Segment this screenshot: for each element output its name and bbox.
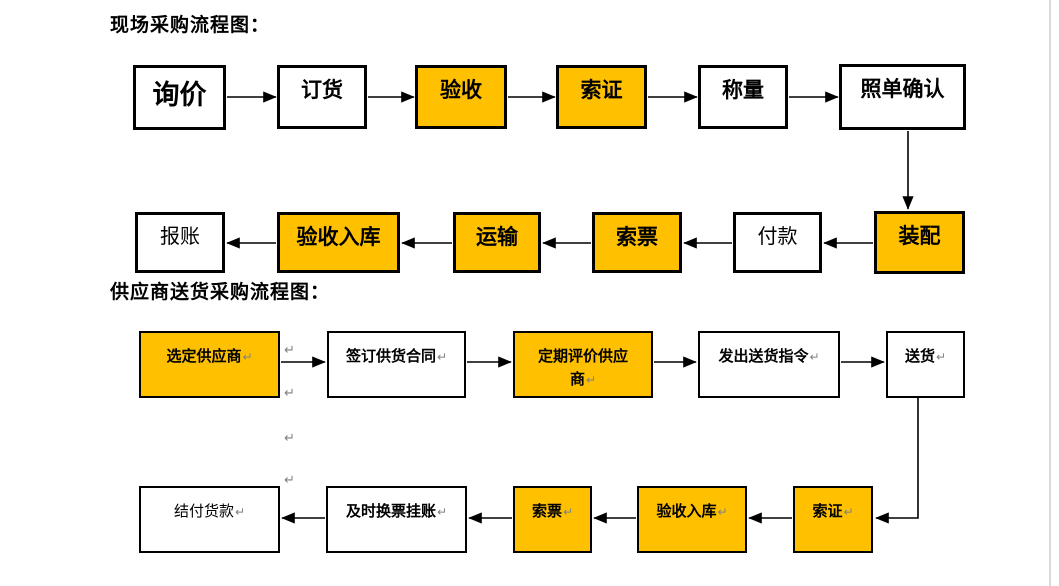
step-weighing: 称量 bbox=[698, 65, 788, 129]
step-delivery-order: 发出送货指令↵ bbox=[698, 331, 840, 398]
step-label: 结付货款 bbox=[173, 502, 234, 520]
step-label: 付款 bbox=[757, 224, 798, 248]
step-evaluate-supplier: 定期评价供应商↵ bbox=[513, 331, 653, 398]
step-acceptance-storage-2: 验收入库↵ bbox=[637, 486, 747, 553]
paragraph-mark: ↵ bbox=[585, 373, 597, 388]
step-label: 运输 bbox=[476, 225, 518, 249]
paragraph-mark: ↵ bbox=[284, 343, 295, 358]
step-label: 索证 bbox=[812, 502, 843, 520]
step-label: 索票 bbox=[616, 225, 658, 249]
step-label: 订货 bbox=[301, 78, 343, 102]
paragraph-mark: ↵ bbox=[242, 350, 253, 364]
step-request-certificate: 索证 bbox=[556, 65, 647, 129]
step-label: 签订供货合同 bbox=[345, 347, 436, 365]
step-transport: 运输 bbox=[453, 212, 541, 273]
paragraph-mark: ↵ bbox=[436, 350, 448, 364]
step-payment: 付款 bbox=[733, 212, 822, 273]
paragraph-mark: ↵ bbox=[809, 350, 820, 364]
supplier-flow-title: 供应商送货采购流程图： bbox=[110, 281, 331, 303]
step-settle-payment: 结付货款↵ bbox=[139, 486, 280, 553]
paragraph-mark: ↵ bbox=[284, 431, 295, 446]
paragraph-mark: ↵ bbox=[717, 505, 728, 519]
page-edge-line bbox=[1049, 0, 1051, 586]
step-acceptance-storage: 验收入库 bbox=[277, 212, 400, 273]
step-swap-invoice: 及时换票挂账↵ bbox=[326, 486, 467, 553]
step-label: 送货 bbox=[904, 347, 935, 365]
step-label: 称量 bbox=[722, 78, 764, 102]
step-label: 发出送货指令 bbox=[718, 347, 809, 365]
step-reimburse: 报账 bbox=[135, 212, 225, 273]
step-label: 装配 bbox=[898, 224, 941, 248]
step-order: 订货 bbox=[277, 65, 367, 129]
step-delivery: 送货↵ bbox=[886, 331, 965, 398]
step-label: 定期评价供应商 bbox=[537, 347, 628, 389]
step-label: 询价 bbox=[152, 80, 207, 111]
step-label: 照单确认 bbox=[860, 77, 945, 101]
paragraph-mark: ↵ bbox=[284, 386, 295, 401]
step-label: 验收入库 bbox=[656, 502, 717, 520]
paragraph-mark: ↵ bbox=[234, 505, 246, 519]
step-assembly: 装配 bbox=[874, 211, 965, 274]
paragraph-mark: ↵ bbox=[436, 505, 448, 519]
paragraph-mark: ↵ bbox=[284, 473, 295, 488]
step-request-certificate-2: 索证↵ bbox=[793, 486, 873, 553]
paragraph-mark: ↵ bbox=[562, 505, 574, 519]
step-label: 验收 bbox=[440, 78, 482, 102]
step-select-supplier: 选定供应商↵ bbox=[139, 331, 280, 398]
step-label: 索证 bbox=[580, 78, 623, 102]
paragraph-mark: ↵ bbox=[843, 505, 854, 519]
step-label: 验收入库 bbox=[296, 225, 381, 249]
paragraph-mark: ↵ bbox=[935, 350, 947, 364]
step-request-invoice-2: 索票↵ bbox=[513, 486, 592, 553]
step-sign-contract: 签订供货合同↵ bbox=[327, 331, 466, 398]
step-label: 及时换票挂账 bbox=[345, 502, 436, 520]
step-inquiry: 询价 bbox=[133, 65, 226, 130]
step-label: 索票 bbox=[531, 502, 562, 520]
step-acceptance: 验收 bbox=[415, 65, 507, 129]
step-confirm-order: 照单确认 bbox=[839, 64, 966, 130]
step-request-invoice: 索票 bbox=[592, 212, 682, 273]
step-label: 报账 bbox=[160, 224, 200, 248]
step-label: 选定供应商 bbox=[166, 347, 242, 365]
onsite-flow-title: 现场采购流程图： bbox=[110, 14, 271, 36]
